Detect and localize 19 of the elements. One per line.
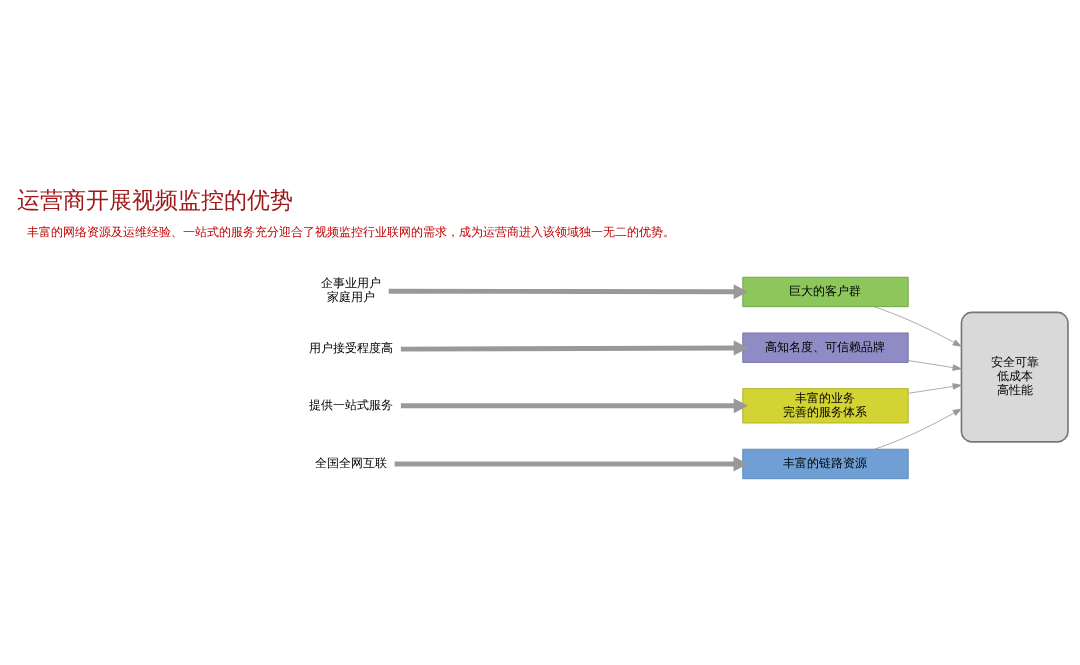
node-text: 企事业用户 家庭用户	[320, 276, 381, 304]
arrow	[907, 360, 962, 371]
arrow	[400, 340, 749, 356]
node-box: 丰富的业务 完善的服务体系	[742, 388, 909, 424]
diagram-title: 运营商开展视频监控的优势	[17, 186, 294, 213]
arrow	[394, 456, 748, 472]
node-text: 用户接受程度高	[308, 341, 393, 356]
arrow	[907, 383, 962, 394]
node-text: 全国全网互联	[314, 455, 387, 470]
arrow	[388, 284, 748, 300]
caption: 丰富的网络资源及运维经验、一站式的服务充分迎合了视频监控行业联网的需求，成为运营商进入该领域独一无二的优势。	[26, 224, 675, 239]
node-box: 安全可靠 低成本 高性能	[960, 311, 1069, 443]
arrow	[400, 398, 749, 414]
node-text: 提供一站式服务	[308, 397, 393, 412]
node-box: 高知名度、可信赖品牌	[742, 332, 909, 363]
arrow	[874, 408, 962, 450]
node-box: 丰富的链路资源	[742, 448, 909, 480]
arrow	[873, 306, 962, 347]
node-box: 巨大的客户群	[742, 276, 909, 308]
